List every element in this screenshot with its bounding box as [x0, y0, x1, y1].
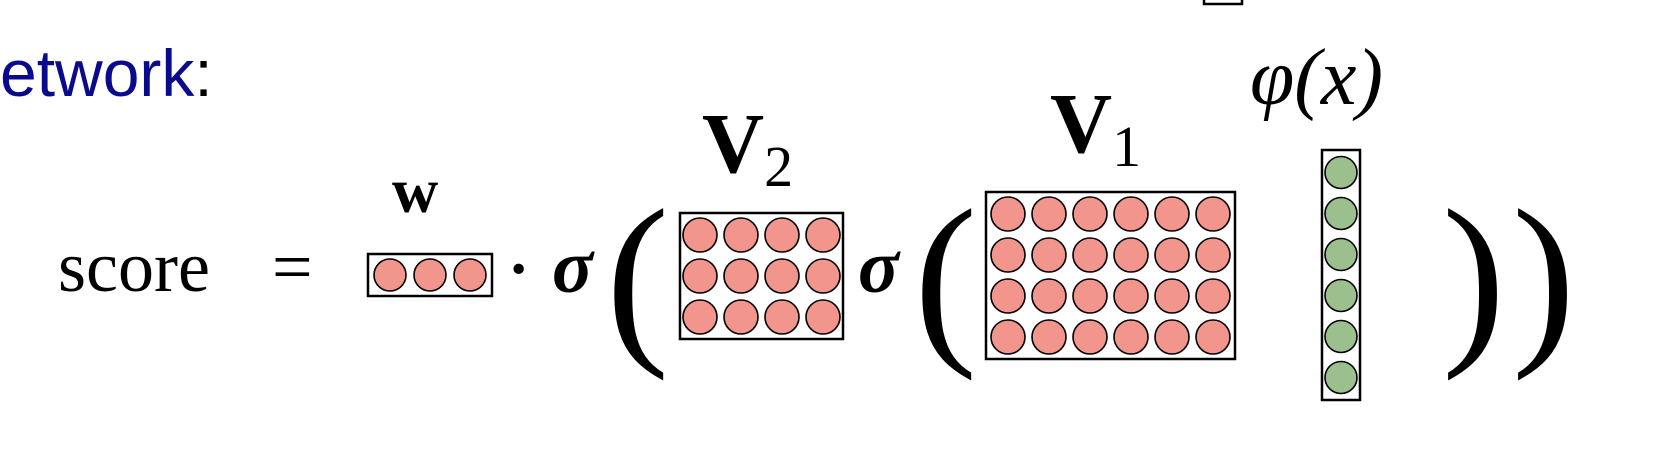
v1-unit	[1195, 278, 1231, 314]
v2-frame	[678, 211, 845, 341]
v1-unit	[1195, 196, 1231, 232]
section-heading: etwork:	[0, 36, 213, 110]
v1-unit	[1031, 196, 1067, 232]
w-unit	[413, 258, 447, 292]
open-paren-outer: (	[606, 172, 669, 382]
v1-unit	[1072, 319, 1108, 355]
phi-unit	[1324, 319, 1358, 354]
v2-subscript: 2	[764, 134, 793, 199]
v2-unit	[805, 217, 841, 253]
close-paren-inner: )	[1442, 172, 1505, 382]
v2-unit	[764, 299, 800, 335]
v2-unit	[805, 299, 841, 335]
v1-unit	[1154, 278, 1190, 314]
v1-unit	[1072, 237, 1108, 273]
w-frame	[366, 252, 494, 298]
sigma-outer: σ	[552, 225, 595, 309]
v1-frame	[984, 190, 1237, 361]
w-unit	[453, 258, 487, 292]
v2-unit	[723, 299, 759, 335]
v1-unit	[1154, 196, 1190, 232]
v1-unit	[990, 196, 1026, 232]
heading-colon: :	[194, 36, 212, 110]
v2-label: V2	[702, 95, 793, 199]
equals-sign: =	[272, 227, 313, 307]
cropped-box-top	[1202, 0, 1244, 6]
phi-unit	[1324, 278, 1358, 313]
v2-unit	[723, 217, 759, 253]
v2-unit	[682, 299, 718, 335]
v1-letter: V	[1050, 75, 1112, 171]
phi-frame	[1320, 148, 1362, 402]
sigma-inner: σ	[858, 225, 901, 309]
v1-unit	[1154, 237, 1190, 273]
v1-unit	[1113, 278, 1149, 314]
v1-unit	[1031, 278, 1067, 314]
w-unit	[373, 258, 407, 292]
phi-label: φ(x)	[1250, 34, 1383, 122]
v1-unit	[990, 237, 1026, 273]
v2-unit	[682, 217, 718, 253]
phi-unit	[1324, 237, 1358, 272]
v1-unit	[1031, 319, 1067, 355]
v2-unit	[682, 258, 718, 294]
dot-operator: ·	[508, 233, 529, 304]
v2-unit	[764, 258, 800, 294]
v1-unit	[1113, 319, 1149, 355]
phi-vector	[1320, 148, 1362, 402]
v1-subscript: 1	[1112, 114, 1141, 179]
close-paren-outer: )	[1512, 172, 1575, 382]
v1-matrix	[984, 190, 1237, 361]
phi-unit	[1324, 196, 1358, 231]
heading-text: etwork	[0, 36, 195, 110]
v2-unit	[805, 258, 841, 294]
v1-unit	[990, 278, 1026, 314]
v2-unit	[764, 217, 800, 253]
v1-unit	[1113, 196, 1149, 232]
v1-unit	[990, 319, 1026, 355]
v1-unit	[1072, 196, 1108, 232]
v1-unit	[1154, 319, 1190, 355]
v2-unit	[723, 258, 759, 294]
open-paren-inner: (	[914, 172, 977, 382]
score-label: score	[58, 227, 210, 307]
v1-unit	[1072, 278, 1108, 314]
phi-unit	[1324, 155, 1358, 190]
w-vector	[366, 252, 494, 298]
v1-unit	[1113, 237, 1149, 273]
w-label: w	[392, 155, 438, 226]
v1-unit	[1031, 237, 1067, 273]
v1-unit	[1195, 319, 1231, 355]
v2-matrix	[678, 211, 845, 341]
v1-unit	[1195, 237, 1231, 273]
v1-label: V1	[1050, 75, 1141, 179]
v2-letter: V	[702, 95, 764, 191]
phi-unit	[1324, 360, 1358, 395]
